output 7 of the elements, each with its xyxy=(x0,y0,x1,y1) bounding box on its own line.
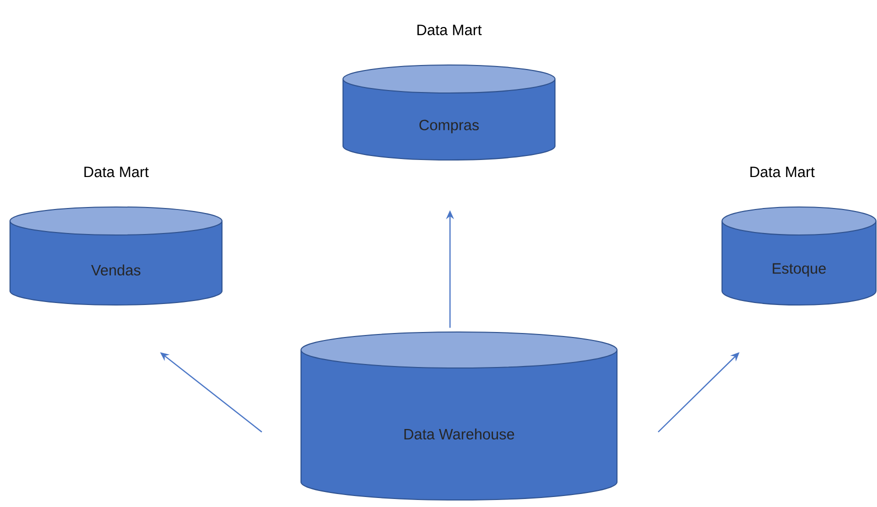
cylinder: Compras xyxy=(342,64,556,160)
cylinder: Vendas xyxy=(10,206,222,306)
cylinder: Data Warehouse xyxy=(300,332,618,500)
cylinder: Estoque xyxy=(722,206,876,306)
node-caption: Data Mart xyxy=(750,166,815,178)
node-caption: Data Mart xyxy=(84,166,149,178)
node-caption: Data Mart xyxy=(417,24,482,36)
